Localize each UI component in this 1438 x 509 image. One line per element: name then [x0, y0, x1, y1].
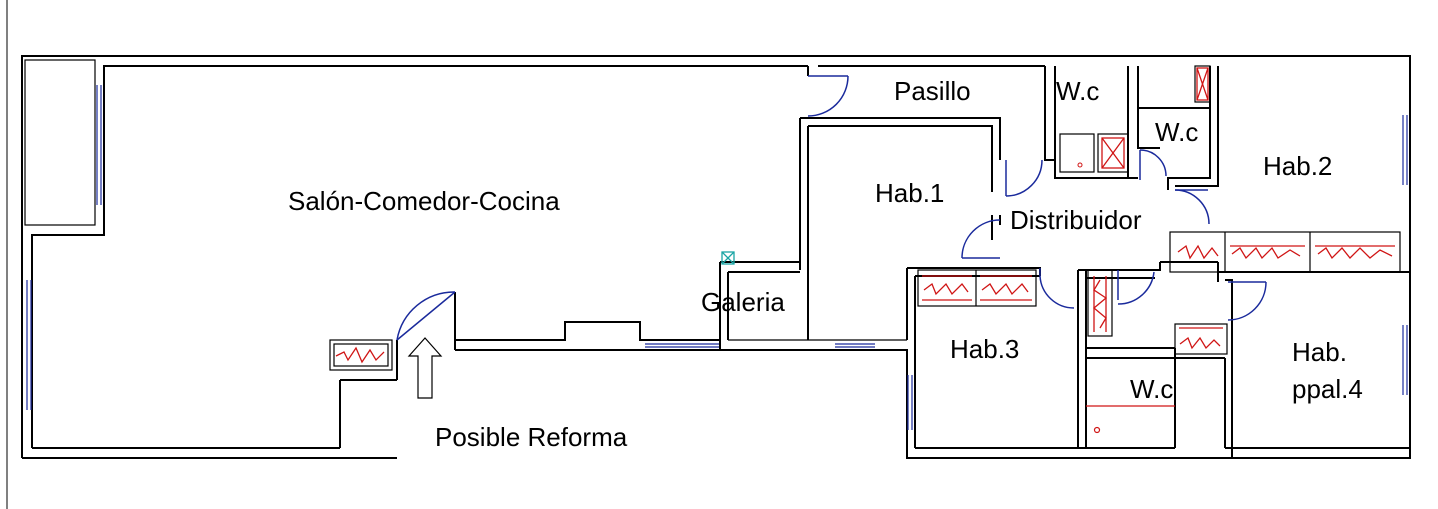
lower-doors — [961, 219, 1267, 321]
wardrobe-entrance — [329, 339, 393, 371]
wardrobe-vertical — [1087, 269, 1113, 337]
room-label-hab-ppal-line2: ppal.4 — [1292, 374, 1363, 404]
salon-bottom-facade — [454, 292, 721, 350]
entrance-door — [396, 291, 456, 341]
room-label-wc-mid: W.c — [1155, 117, 1198, 147]
pasillo-door — [807, 75, 849, 117]
outer-walls — [21, 55, 1411, 459]
hab1-door — [1005, 159, 1043, 197]
room-label-pasillo: Pasillo — [894, 76, 971, 106]
room-label-salon: Salón-Comedor-Cocina — [288, 186, 560, 216]
annotation-posible-reforma: Posible Reforma — [435, 422, 628, 452]
windows-left — [26, 85, 102, 410]
wc-mid-walls — [1137, 65, 1219, 225]
room-label-distribuidor: Distribuidor — [1010, 205, 1142, 235]
hab2-walls — [1169, 115, 1410, 395]
wardrobe-hab-ppal — [1174, 323, 1228, 355]
galeria-walls — [719, 251, 808, 350]
room-label-hab2: Hab.2 — [1263, 151, 1332, 181]
wardrobe-hab3 — [917, 269, 1037, 307]
room-label-hab-ppal-line1: Hab. — [1292, 337, 1347, 367]
room-label-galeria: Galeria — [701, 287, 785, 317]
room-label-hab3: Hab.3 — [950, 334, 1019, 364]
room-label-wc-bottom: W.c — [1130, 374, 1173, 404]
room-label-hab1: Hab.1 — [875, 178, 944, 208]
reform-arrow-icon — [407, 337, 443, 399]
room-label-wc-top: W.c — [1056, 76, 1099, 106]
